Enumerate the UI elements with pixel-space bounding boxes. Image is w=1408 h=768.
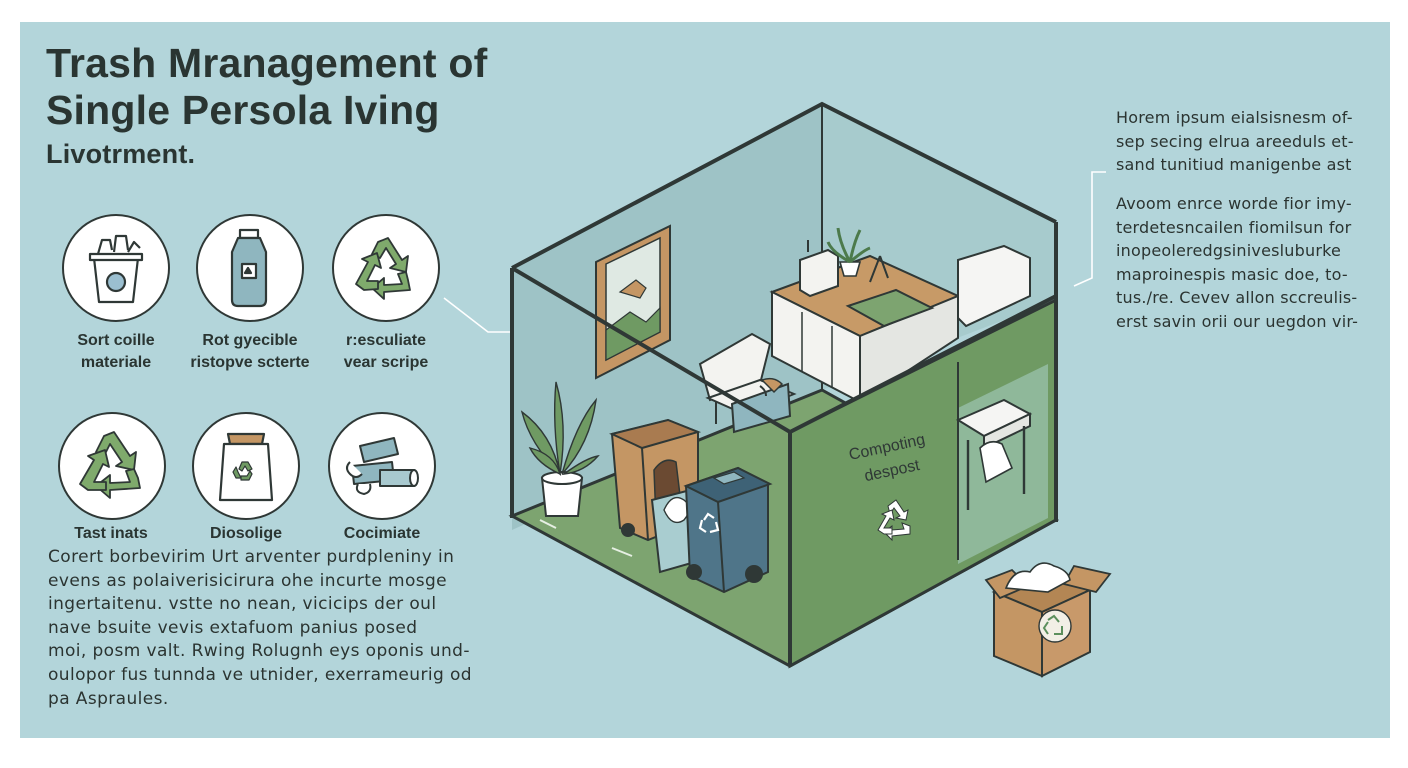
connector-line — [1073, 171, 1106, 287]
caption-line-1: Cocimiate — [343, 525, 421, 542]
left-paragraph-line: moi, posm valt. Rwing Rolugnh eys oponis… — [48, 641, 470, 662]
right-paragraph-line: sand tunitiud manigenbe ast — [1116, 155, 1352, 174]
icon-caption: Sort coille materiale — [41, 330, 191, 374]
caption-line-1: Rot gyecible — [202, 332, 298, 349]
left-paragraph-line: oulopor fus tunnda ve utnider, exerrameu… — [48, 664, 472, 685]
right-paragraph-line: terdetesncailen fiomilsun for — [1116, 217, 1352, 237]
caption-line-2: materiale — [80, 354, 152, 371]
box-contents — [1004, 562, 1071, 593]
left-paragraph-line: pa Aspraules. — [48, 688, 169, 709]
right-paragraph-line: sep secing elrua areeduls et- — [1116, 131, 1354, 151]
caption-line-2: vear scripe — [343, 354, 429, 371]
recycle-icon — [698, 512, 720, 534]
icon-caption: Cocimiate — [307, 523, 457, 545]
right-paragraph-2: Avoom enrce worde fior imy- terdetesncai… — [1116, 192, 1358, 333]
right-paragraph-line: Avoom enrce worde fior imy- — [1116, 194, 1352, 213]
brown-bin-lid — [609, 418, 702, 450]
left-paragraph: Corert borbevirim Urt arventer purdpleni… — [48, 546, 472, 711]
caption-line-1: Tast inats — [74, 525, 148, 542]
plant-leaves — [520, 381, 600, 477]
title-line-1: Trash Mranagement of — [46, 40, 488, 86]
blue-bin-lid — [683, 466, 773, 504]
caption-line-1: r:esculiate — [345, 332, 427, 349]
right-paragraph-line: maproinespis masic doe, to- — [1116, 264, 1348, 284]
back-appliance — [957, 244, 1031, 328]
recycle-icon — [1038, 609, 1072, 643]
recycle-icon — [58, 412, 166, 520]
kettle — [799, 248, 839, 298]
right-paragraph-line: Horem ipsum eialsisnesm of- — [1116, 108, 1353, 127]
recycle-icon — [332, 214, 440, 322]
recycle-icon — [877, 499, 911, 542]
title-line-2: Single Persola Iving — [46, 87, 440, 133]
left-paragraph-line: Corert borbevirim Urt arventer purdpleni… — [48, 547, 455, 567]
chair-base — [730, 382, 792, 434]
picture-hills — [605, 306, 661, 361]
icon-caption: r:esculiate vear scripe — [311, 330, 461, 374]
left-paragraph-line: nave bsuite vevis extafuom panius posed — [48, 617, 418, 638]
left-paragraph-line: evens as polaiverisicirura ohe incurte m… — [48, 570, 448, 591]
caption-line-1: Sort coille — [77, 332, 155, 349]
caption-line-1: Diosolige — [209, 525, 282, 542]
caption-line-2: ristopve scterte — [190, 354, 310, 371]
desk-plant — [826, 227, 871, 264]
right-paragraph-line: tus./re. Cevev allon sccreulis- — [1116, 288, 1358, 307]
right-paragraph-1: Horem ipsum eialsisnesm of- sep secing e… — [1116, 106, 1354, 177]
cans-icon — [328, 412, 436, 520]
connector-line — [443, 297, 512, 333]
right-paragraph-line: inopeoleredgsinivesluburke — [1116, 241, 1342, 260]
icon-caption: Rot gyecible ristopve scterte — [175, 330, 325, 374]
floor-mark — [539, 519, 557, 529]
room-frame-top — [511, 101, 1057, 270]
page-title: Trash Mranagement of Single Persola Ivin… — [46, 40, 487, 172]
bottle-icon — [196, 214, 304, 322]
right-paragraph-line: erst savin orii our uegdon vir- — [1116, 311, 1359, 331]
left-paragraph-line: ingertaitenu. vstte no nean, vicicips de… — [48, 594, 437, 615]
trash-bin-icon — [62, 214, 170, 322]
picture-shape — [618, 279, 647, 299]
title-line-3: Livotrment. — [46, 139, 196, 169]
cushion — [760, 377, 784, 394]
recycle-bag-icon — [192, 412, 300, 520]
icon-caption: Tast inats — [36, 523, 186, 545]
floor-mark — [611, 547, 633, 557]
desk-plant-pot — [838, 261, 862, 277]
icon-caption: Diosolige — [171, 523, 321, 545]
desk-mat — [845, 288, 935, 328]
